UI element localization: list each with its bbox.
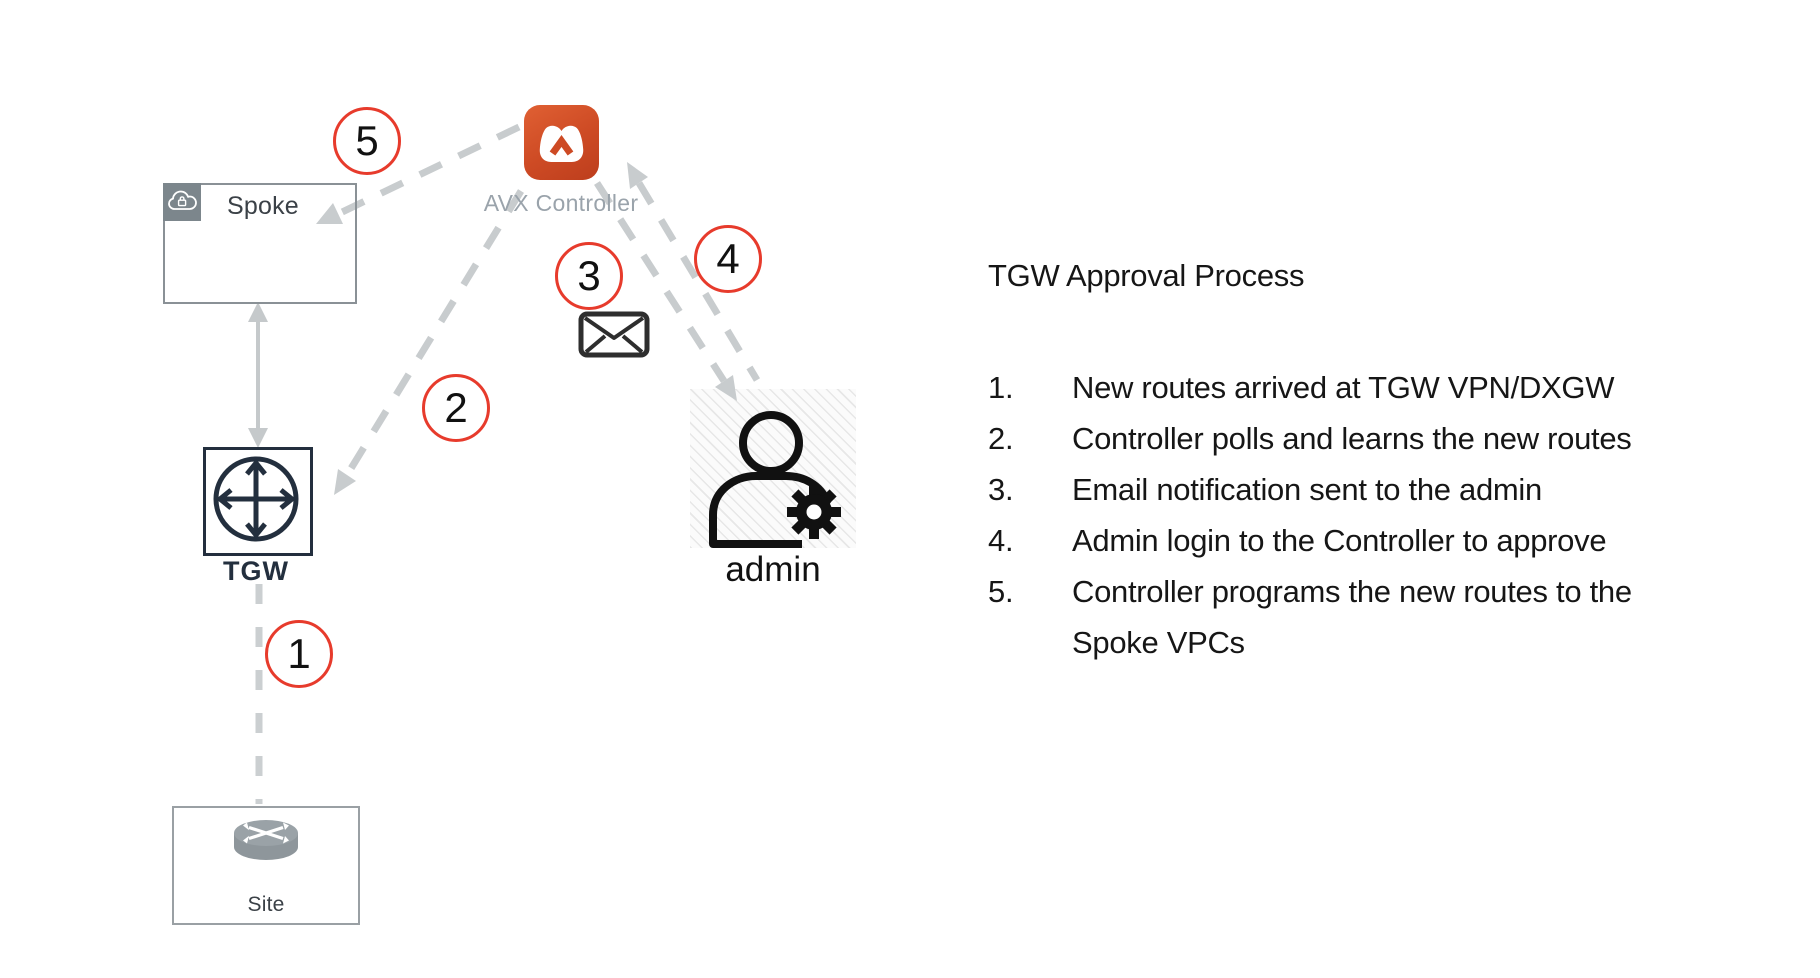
step-text-line-2: Spoke VPCs bbox=[1072, 625, 1245, 660]
gear-icon bbox=[787, 485, 841, 539]
site-node: Site bbox=[172, 806, 360, 925]
step-number: 2. bbox=[988, 421, 1014, 456]
notes-title: TGW Approval Process bbox=[988, 258, 1305, 293]
step-number: 3. bbox=[988, 472, 1014, 507]
notes-step-5: 5. Controller programs the new routes to… bbox=[988, 566, 1748, 668]
step-text: Controller polls and learns the new rout… bbox=[1072, 421, 1632, 456]
step-marker-4: 4 bbox=[694, 225, 762, 293]
step-text: New routes arrived at TGW VPN/DXGW bbox=[1072, 370, 1615, 405]
tgw-node bbox=[203, 447, 313, 556]
step-text: Admin login to the Controller to approve bbox=[1072, 523, 1607, 558]
admin-user-icon bbox=[709, 411, 841, 548]
step-marker-5: 5 bbox=[333, 107, 401, 175]
link-spoke-tgw bbox=[248, 302, 268, 448]
controller-label: AVX Controller bbox=[483, 190, 639, 216]
email-icon bbox=[578, 311, 650, 358]
step-text: Controller programs the new routes to th… bbox=[1072, 566, 1748, 668]
notes-step-4: 4. Admin login to the Controller to appr… bbox=[988, 515, 1748, 566]
aviatrix-controller-icon bbox=[524, 105, 599, 180]
link-controller-admin bbox=[594, 181, 737, 401]
step-number: 5. bbox=[988, 574, 1014, 609]
step-text: Email notification sent to the admin bbox=[1072, 472, 1542, 507]
transit-gateway-icon bbox=[213, 456, 299, 542]
admin-node bbox=[690, 389, 856, 548]
link-controller-tgw bbox=[334, 189, 524, 495]
step-marker-2: 2 bbox=[422, 374, 490, 442]
tgw-label: TGW bbox=[223, 556, 289, 586]
notes-step-3: 3. Email notification sent to the admin bbox=[988, 464, 1748, 515]
step-number: 1. bbox=[988, 370, 1014, 405]
notes-step-2: 2. Controller polls and learns the new r… bbox=[988, 413, 1748, 464]
router-icon bbox=[234, 820, 298, 860]
step-text-line-1: Controller programs the new routes to th… bbox=[1072, 574, 1632, 609]
spoke-node: Spoke bbox=[163, 183, 357, 304]
notes-step-1: 1. New routes arrived at TGW VPN/DXGW bbox=[988, 362, 1748, 413]
step-number: 4. bbox=[988, 523, 1014, 558]
spoke-label: Spoke bbox=[227, 192, 299, 220]
link-admin-controller bbox=[627, 162, 761, 382]
site-label: Site bbox=[247, 893, 285, 916]
link-controller-spoke bbox=[316, 123, 521, 224]
cloud-lock-icon bbox=[163, 183, 201, 221]
step-marker-1: 1 bbox=[265, 620, 333, 688]
step-marker-3: 3 bbox=[555, 242, 623, 310]
notes-list: 1. New routes arrived at TGW VPN/DXGW 2.… bbox=[988, 362, 1748, 668]
admin-label: admin bbox=[725, 550, 821, 589]
